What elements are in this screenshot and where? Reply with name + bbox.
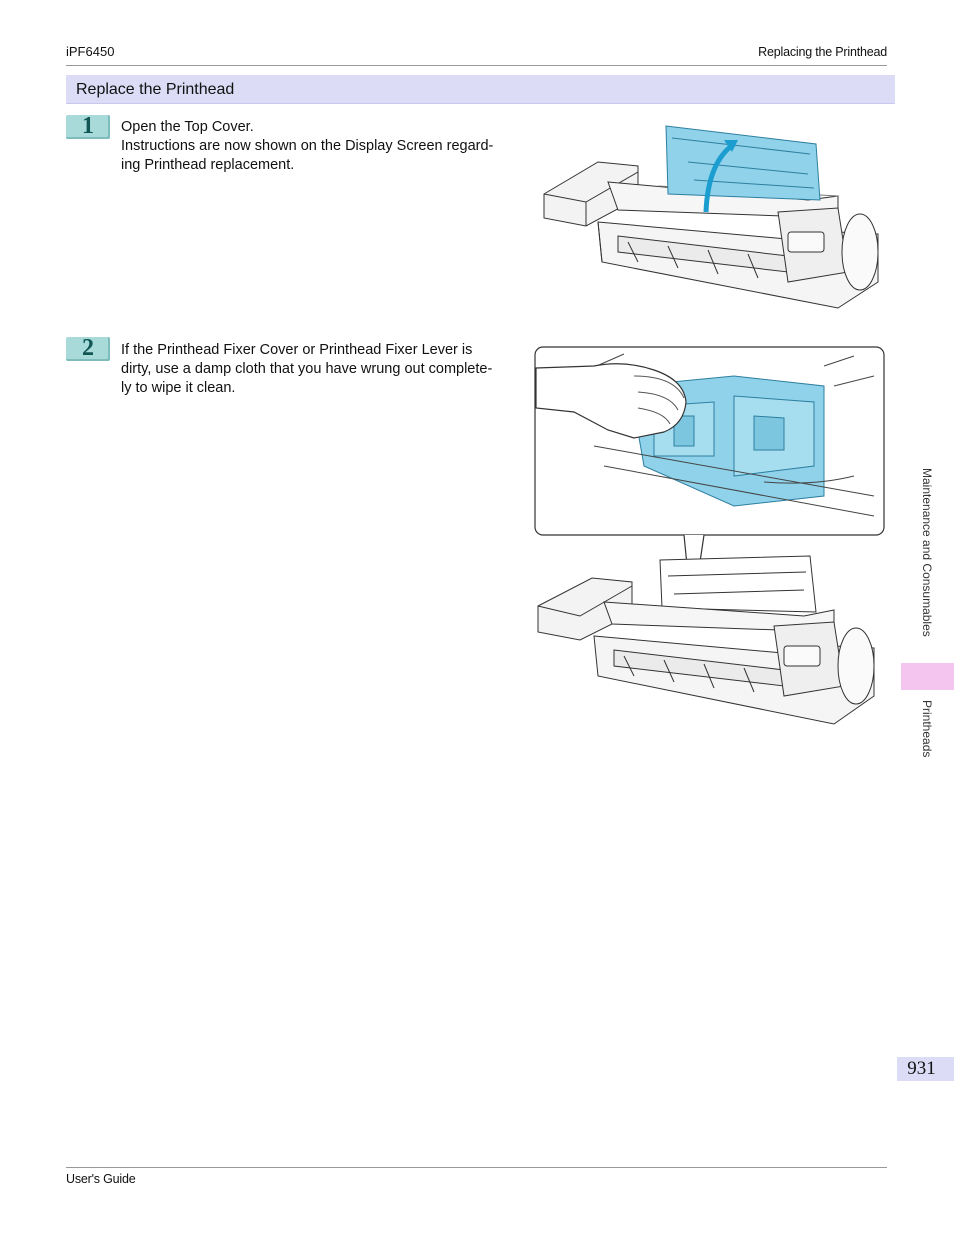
header-model: iPF6450 xyxy=(66,44,115,59)
figure-wipe-printhead xyxy=(534,346,885,725)
step-1-number: 1 xyxy=(82,113,94,139)
side-tab-active-marker xyxy=(901,663,954,690)
side-tab-subsection[interactable]: Printheads xyxy=(920,700,934,758)
step-1-line-3: ing Printhead replacement. xyxy=(121,157,295,173)
header-section: Replacing the Printhead xyxy=(758,45,887,59)
step-1-badge: 1 xyxy=(66,113,110,139)
step-1-line-1: Open the Top Cover. xyxy=(121,119,254,135)
step-2-line-2: dirty, use a damp cloth that you have wr… xyxy=(121,361,493,377)
step-1-line-2: Instructions are now shown on the Displa… xyxy=(121,138,494,154)
figure-open-top-cover xyxy=(543,125,879,309)
step-2-line-1: If the Printhead Fixer Cover or Printhea… xyxy=(121,342,473,358)
step-2-text: If the Printhead Fixer Cover or Printhea… xyxy=(121,341,521,398)
footer-divider xyxy=(66,1167,887,1168)
page-number-box: 931 xyxy=(897,1057,954,1081)
page-number: 931 xyxy=(907,1058,936,1079)
side-tab-chapter[interactable]: Maintenance and Consumables xyxy=(920,468,934,637)
step-2-badge: 2 xyxy=(66,335,110,361)
section-title: Replace the Printhead xyxy=(76,81,235,98)
step-2-line-3: ly to wipe it clean. xyxy=(121,380,236,396)
section-heading-bar: Replace the Printhead xyxy=(66,75,895,104)
step-1-text: Open the Top Cover. Instructions are now… xyxy=(121,118,521,175)
step-2-number: 2 xyxy=(82,335,94,361)
footer-doc-title: User's Guide xyxy=(66,1172,136,1186)
header-divider xyxy=(66,65,887,66)
